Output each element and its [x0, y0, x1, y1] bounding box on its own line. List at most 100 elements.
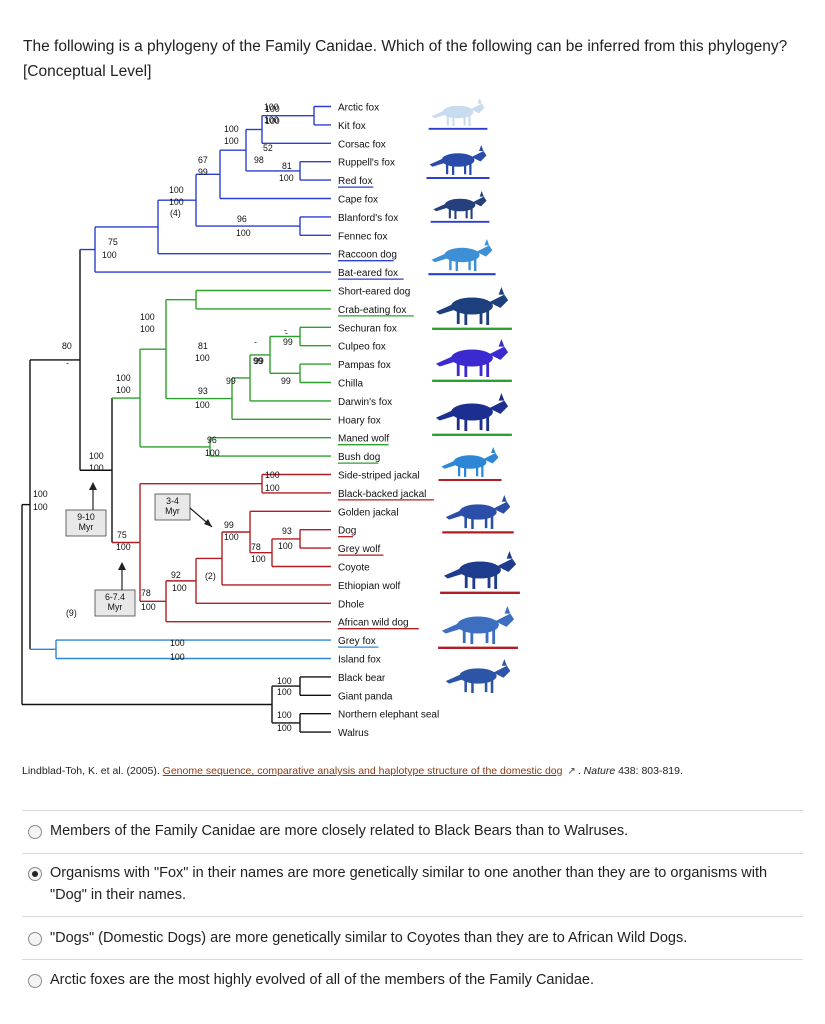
answer-option-3[interactable]: "Dogs" (Domestic Dogs) are more genetica…	[22, 916, 803, 960]
taxon-label: Crab-eating fox	[338, 305, 406, 316]
support-label: 93	[282, 526, 292, 536]
taxon-label: Sechuran fox	[338, 323, 397, 334]
support-label: 100	[140, 324, 155, 334]
answer-option-4[interactable]: Arctic foxes are the most highly evolved…	[22, 959, 803, 1003]
support-label: 100	[224, 124, 239, 134]
support-label: -	[254, 337, 257, 347]
support-label: 100	[102, 250, 117, 260]
animal-illustrations	[426, 98, 520, 693]
taxon-label: Grey fox	[338, 636, 376, 647]
crab-eating-fox-illustration	[432, 287, 512, 331]
citation: Lindblad-Toh, K. et al. (2005). Genome s…	[22, 765, 683, 777]
support-label: 100	[265, 104, 280, 114]
taxon-label: Blanford's fox	[338, 213, 398, 224]
svg-text:Myr: Myr	[165, 506, 180, 516]
bat-eared-fox-illustration	[428, 239, 496, 276]
taxon-label: Walrus	[338, 728, 369, 739]
taxon-label: Red fox	[338, 176, 372, 187]
support-label: 100	[224, 532, 239, 542]
svg-text:9-10: 9-10	[77, 512, 95, 522]
support-label: 100	[251, 554, 266, 564]
svg-text:Myr: Myr	[108, 602, 123, 612]
answer-option-2[interactable]: Organisms with "Fox" in their names are …	[22, 853, 803, 917]
support-label: 100	[116, 385, 131, 395]
red-fox-illustration	[426, 145, 490, 179]
support-label: 80	[62, 341, 72, 351]
support-label: 78	[141, 588, 151, 598]
support-label: -	[285, 328, 288, 338]
support-label: 100	[277, 676, 292, 686]
radio-button-selected[interactable]	[28, 867, 42, 881]
citation-ref: 438: 803-819.	[615, 765, 683, 777]
support-label: 100	[116, 542, 131, 552]
radio-button[interactable]	[28, 932, 42, 946]
taxon-label: Culpeo fox	[338, 342, 386, 353]
svg-text:6-7.4: 6-7.4	[105, 592, 125, 602]
taxon-label: Kit fox	[338, 121, 366, 132]
support-label: 100	[277, 710, 292, 720]
radio-button[interactable]	[28, 825, 42, 839]
support-label: 100	[33, 489, 48, 499]
support-label: 100	[170, 652, 185, 662]
support-label: 52	[263, 143, 273, 153]
support-label: 100	[264, 115, 279, 125]
taxon-label: Short-eared dog	[338, 287, 410, 298]
bush-dog-illustration	[432, 393, 512, 437]
taxon-label: Coyote	[338, 563, 370, 574]
african-wild-dog-illustration	[438, 606, 518, 650]
support-label: 99	[254, 356, 264, 366]
taxon-label: Grey wolf	[338, 544, 380, 555]
taxon-label: Black-backed jackal	[338, 489, 426, 500]
support-labels: 1001001001005298679981100100100(4)961007…	[33, 102, 294, 733]
taxon-label: Raccoon dog	[338, 250, 397, 261]
radio-button[interactable]	[28, 974, 42, 988]
support-label: 100	[279, 173, 294, 183]
support-label: 93	[198, 386, 208, 396]
support-label: 75	[108, 237, 118, 247]
dog-illustration	[442, 495, 514, 534]
support-label: 100	[205, 448, 220, 458]
support-label: 92	[171, 570, 181, 580]
taxon-label: Dog	[338, 526, 356, 537]
citation-prefix: Lindblad-Toh, K. et al. (2005).	[22, 765, 163, 777]
support-label: 100	[195, 400, 210, 410]
support-label: (2)	[205, 571, 216, 581]
citation-journal: Nature	[583, 765, 616, 777]
support-label: 67	[198, 155, 208, 165]
raccoon-dog-illustration	[430, 191, 490, 223]
taxon-label: Side-striped jackal	[338, 471, 420, 482]
citation-link[interactable]: Genome sequence, comparative analysis an…	[162, 765, 563, 777]
support-label: 99	[253, 356, 263, 366]
support-label: 100	[170, 638, 185, 648]
support-label: 99	[224, 520, 234, 530]
taxon-label: African wild dog	[338, 618, 409, 629]
support-label: 99	[281, 376, 291, 386]
question-text: The following is a phylogeny of the Fami…	[23, 38, 788, 80]
taxon-label: Hoary fox	[338, 415, 381, 426]
taxon-label: Chilla	[338, 379, 363, 390]
support-label: 100	[33, 502, 48, 512]
support-label: 78	[251, 542, 261, 552]
taxon-label: Corsac fox	[338, 139, 386, 150]
taxon-label: Arctic fox	[338, 103, 379, 114]
support-label: 75	[117, 530, 127, 540]
support-label: 81	[282, 161, 292, 171]
svg-text:3-4: 3-4	[166, 496, 179, 506]
taxon-label: Ethiopian wolf	[338, 581, 400, 592]
external-link-icon[interactable]: ↗	[567, 766, 576, 777]
jackal-illustration	[438, 447, 502, 481]
support-label: 100	[265, 483, 280, 493]
answer-option-text: Members of the Family Canidae are more c…	[50, 823, 629, 839]
support-label: -	[284, 325, 287, 335]
taxon-label: Maned wolf	[338, 434, 389, 445]
support-label: 100	[265, 470, 280, 480]
taxon-label: Pampas fox	[338, 360, 391, 371]
support-label: 100	[169, 197, 184, 207]
support-label: 81	[198, 341, 208, 351]
taxon-label: Cape fox	[338, 195, 378, 206]
answer-option-1[interactable]: Members of the Family Canidae are more c…	[22, 810, 803, 854]
arrow-head-icon	[204, 519, 212, 527]
support-label: 99	[283, 337, 293, 347]
